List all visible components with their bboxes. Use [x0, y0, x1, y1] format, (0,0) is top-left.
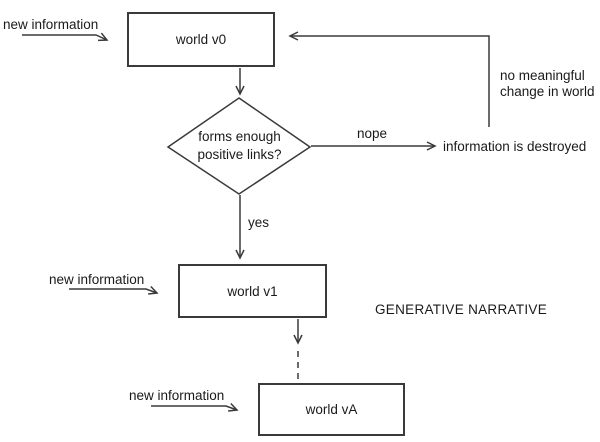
node-world-v0: world v0	[127, 12, 275, 67]
node-world-v1-label: world v1	[227, 283, 278, 299]
arrow-new-info-to-v1	[69, 285, 159, 295]
node-world-vA-label: world vA	[305, 402, 358, 417]
decision-label: forms enough positive links?	[168, 98, 311, 194]
new-information-label-3: new information	[129, 388, 225, 403]
no-change-label: no meaningful change in world	[500, 68, 595, 100]
node-world-v1: world v1	[178, 264, 327, 318]
decision-label-line1: forms enough	[198, 129, 281, 144]
information-destroyed-label: information is destroyed	[443, 139, 587, 154]
node-world-v0-label: world v0	[175, 32, 227, 47]
diagram-caption: GENERATIVE NARRATIVE	[375, 302, 548, 317]
arrow-return-to-v0	[288, 31, 490, 127]
node-world-vA: world vA	[258, 383, 405, 436]
decision-label-line2: positive links?	[197, 147, 282, 162]
new-information-label-2: new information	[49, 272, 145, 287]
arrow-new-info-to-vA	[151, 402, 239, 412]
decision-diamond	[166, 97, 312, 195]
nope-label: nope	[357, 126, 388, 141]
no-change-label-line2: change in world	[500, 84, 595, 99]
arrow-new-info-to-v0	[22, 32, 109, 42]
new-information-label-1: new information	[3, 17, 99, 32]
no-change-label-line1: no meaningful	[500, 68, 585, 83]
yes-label: yes	[248, 215, 270, 230]
